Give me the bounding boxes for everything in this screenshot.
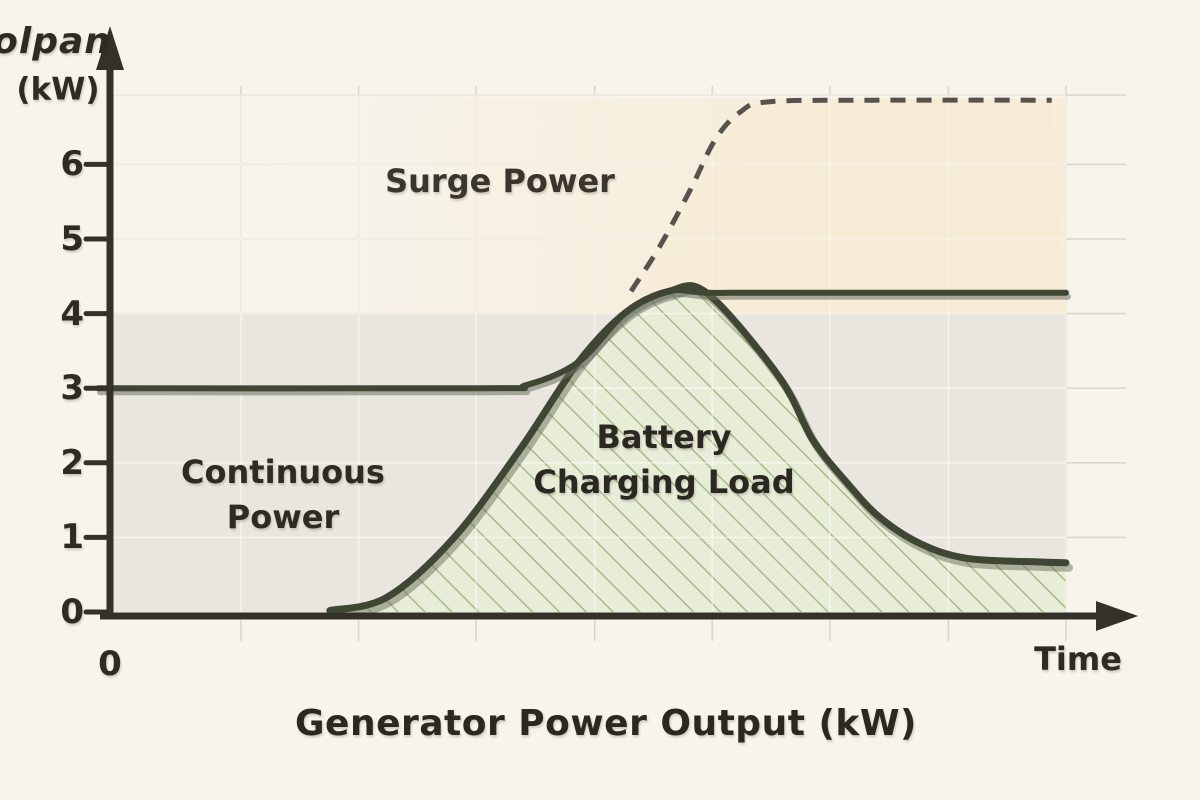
region-label-battery-charging-load: Battery Charging Load: [533, 415, 794, 505]
continuous-power-line1: Continuous: [181, 453, 385, 491]
continuous-power-line2: Power: [226, 498, 340, 536]
y-tick-label: 4: [60, 293, 84, 334]
y-tick-label: 1: [60, 517, 84, 558]
y-tick-label: 3: [60, 368, 84, 409]
y-tick-label: 2: [60, 442, 84, 483]
battery-load-line2: Charging Load: [533, 463, 795, 501]
region-label-continuous-power: Continuous Power: [181, 450, 385, 540]
battery-load-line1: Battery: [596, 418, 732, 456]
y-axis-label-line2: (kW): [16, 71, 100, 108]
y-tick-label: 0: [60, 592, 84, 632]
y-tick-label: 5: [60, 219, 84, 259]
chart-title: Generator Power Output (kW): [294, 703, 918, 744]
y-axis-label-line1: olpan: [0, 21, 111, 62]
x-axis-label: Time: [1034, 640, 1122, 678]
region-label-surge-power: Surge Power: [385, 162, 615, 200]
x-origin-tick-label: 0: [98, 644, 122, 684]
y-tick-label: 6: [60, 144, 84, 185]
